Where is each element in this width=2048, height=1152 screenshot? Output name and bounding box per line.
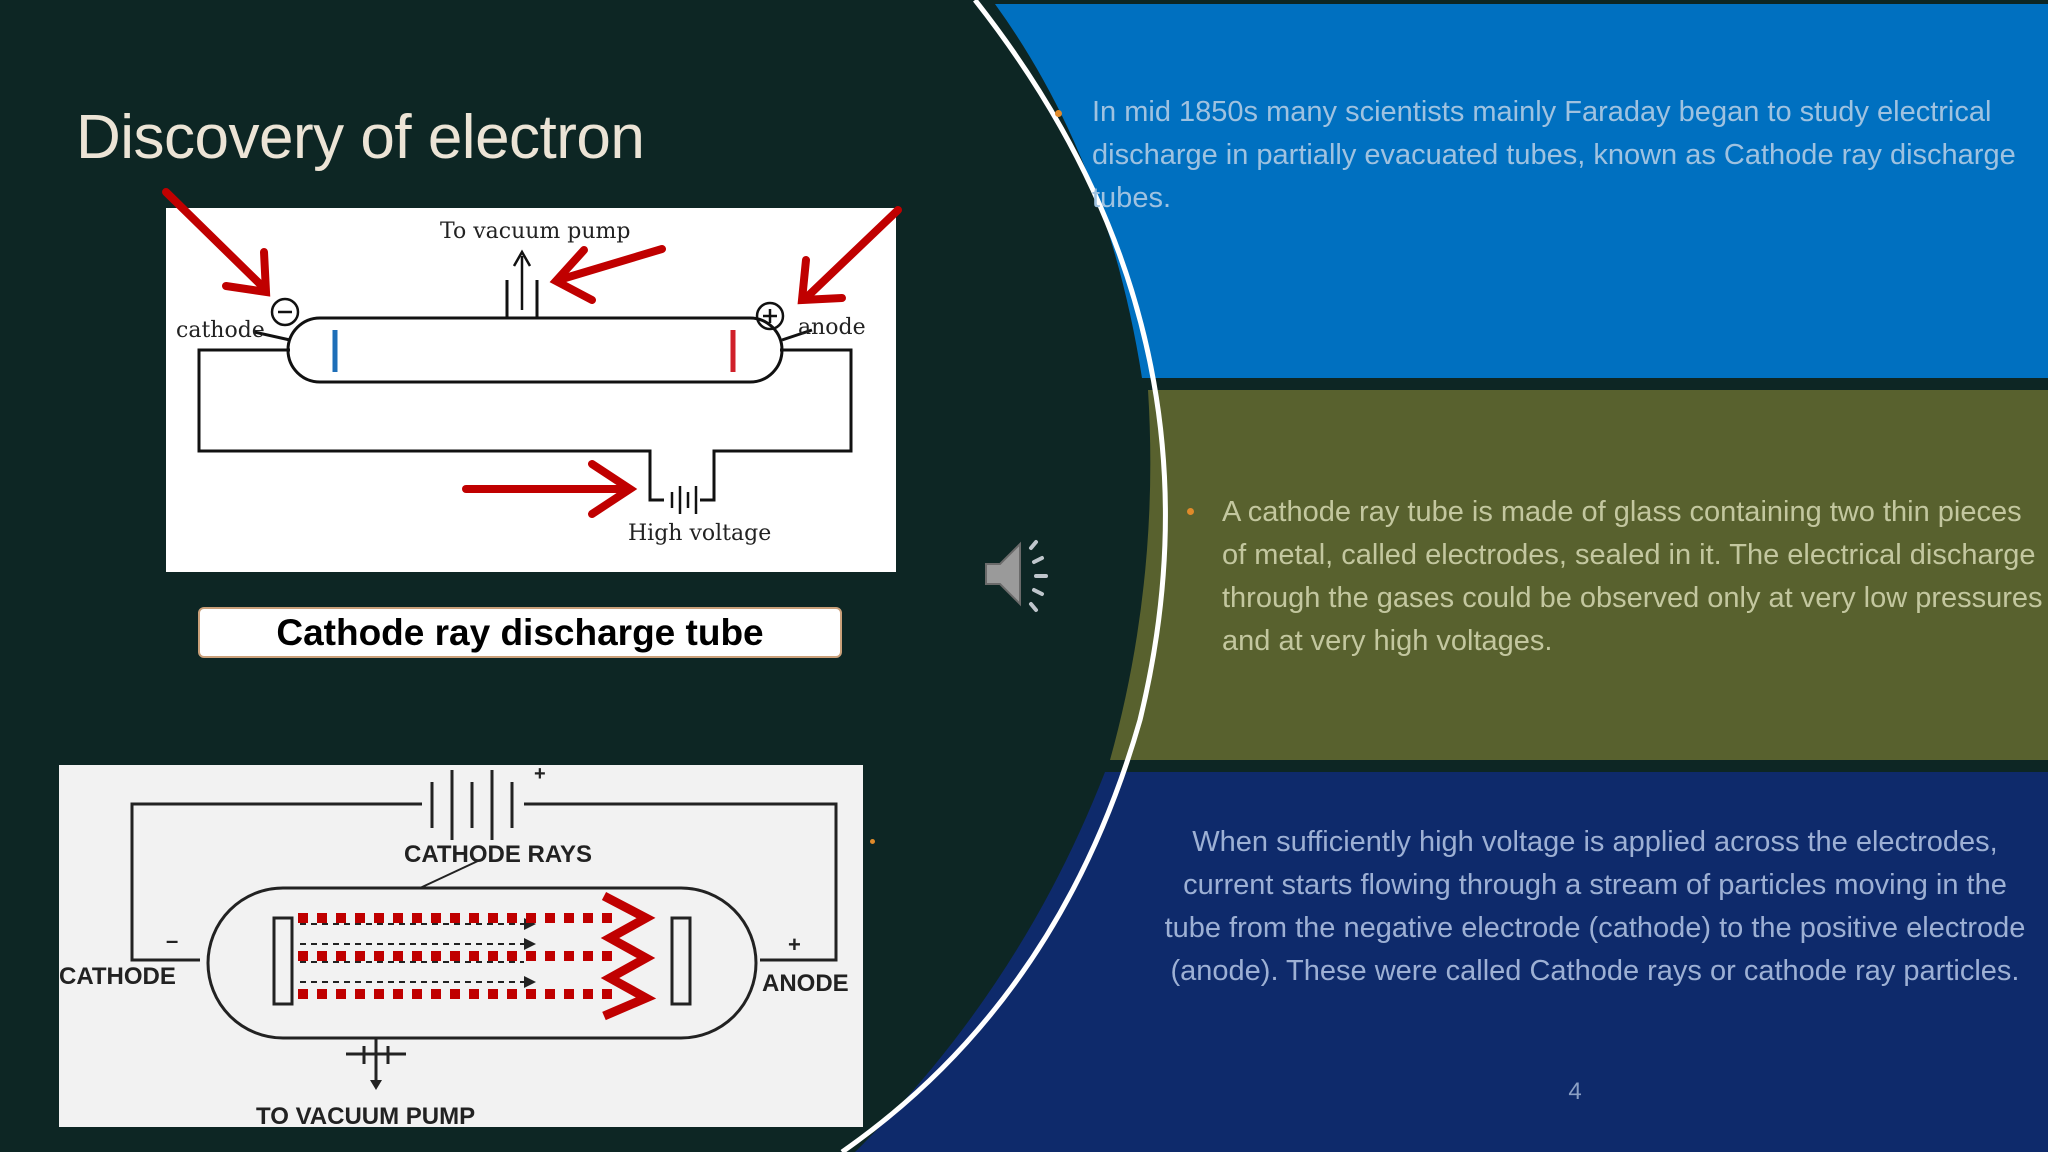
diagram1-background	[166, 208, 896, 572]
red-ray-lines	[298, 913, 612, 999]
panel-middle	[1110, 390, 2048, 760]
bullet-p1	[1055, 110, 1062, 117]
page-number: 4	[1568, 1078, 1582, 1105]
label-minus: –	[166, 928, 178, 953]
divider-arc	[840, 0, 1168, 1152]
panel-bottom	[855, 772, 2048, 1152]
battery-plus-label: +	[534, 763, 546, 785]
slide-title: Discovery of electron	[76, 103, 645, 172]
label-anode: anode	[798, 315, 866, 340]
diagram-caption: Cathode ray discharge tube	[198, 607, 842, 658]
minus-sign-icon	[270, 297, 300, 327]
plus-sign-icon	[755, 301, 785, 331]
label-cathode-rays: CATHODE RAYS	[404, 841, 592, 868]
panel-middle-text: A cathode ray tube is made of glass cont…	[1222, 496, 2043, 657]
tube2-body	[206, 886, 758, 1040]
bullet-p2	[1187, 508, 1194, 515]
label-vacuum-pump-caps: TO VACUUM PUMP	[256, 1103, 475, 1130]
cathode-plate	[272, 916, 294, 1006]
label-cathode-caps: CATHODE	[59, 963, 176, 990]
label-cathode: cathode	[176, 318, 265, 343]
red-zigzag-arrows	[600, 892, 657, 1021]
red-arrow-annotations	[162, 188, 902, 518]
speaker-icon[interactable]	[980, 534, 1060, 614]
label-high-voltage: High voltage	[628, 521, 771, 546]
anode-plate	[670, 916, 692, 1006]
decorative-dot	[870, 839, 875, 844]
panel-top-text: In mid 1850s many scientists mainly Fara…	[1092, 96, 2016, 214]
panel-top	[995, 4, 2048, 378]
label-anode-caps: ANODE	[762, 970, 849, 997]
diagram2-background	[59, 765, 863, 1127]
dashed-ray-lines	[300, 923, 524, 983]
panel-bottom-text: When sufficiently high voltage is applie…	[1164, 826, 2026, 987]
label-plus: +	[788, 932, 801, 957]
label-vacuum-pump: To vacuum pump	[440, 219, 630, 244]
